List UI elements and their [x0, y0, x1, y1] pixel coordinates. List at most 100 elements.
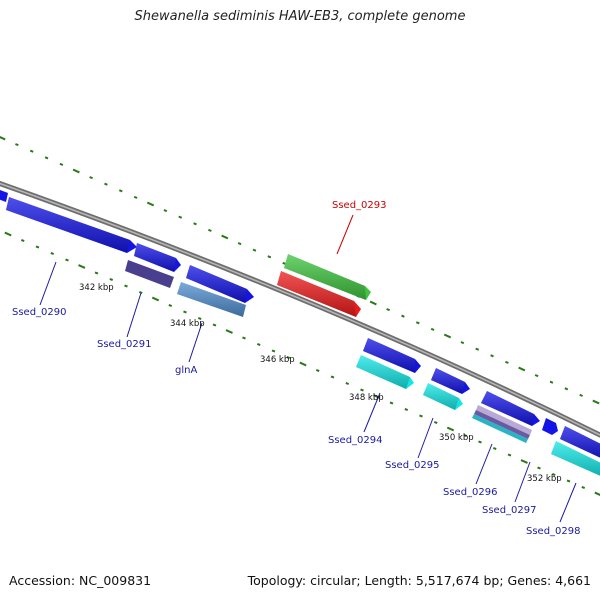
- leader-ssed-0293: [336, 214, 354, 255]
- ruler-labels: 342 kbp 344 kbp 346 kbp 348 kbp 350 kbp …: [79, 283, 562, 484]
- minor-tick: [505, 360, 509, 364]
- ruler-label: 350 kbp: [439, 433, 474, 443]
- minor-tick: [104, 182, 108, 186]
- major-tick: [369, 300, 377, 306]
- minor-tick: [163, 209, 168, 213]
- minor-tick: [360, 388, 364, 392]
- cds-bar-ssed-0294[interactable]: [356, 355, 414, 389]
- rna-bar-ssed-0296[interactable]: [472, 405, 532, 443]
- minor-tick: [50, 251, 55, 256]
- minor-tick: [29, 149, 34, 153]
- ruler-label: 348 kbp: [349, 393, 384, 403]
- gene-arrow-ssed-0293-red[interactable]: [277, 271, 361, 317]
- gene-arrow-ssed-0298[interactable]: [560, 426, 600, 460]
- minor-tick: [138, 290, 143, 295]
- minor-tick: [345, 381, 350, 386]
- minor-tick: [168, 303, 173, 308]
- minor-tick: [389, 401, 394, 405]
- minor-tick: [109, 277, 114, 282]
- gene-label-ssed-0296[interactable]: Ssed_0296: [443, 487, 498, 498]
- minor-tick: [59, 162, 64, 166]
- minor-tick: [15, 143, 19, 147]
- minor-tick: [404, 407, 409, 412]
- gene-label-ssed-0298[interactable]: Ssed_0298: [526, 526, 581, 537]
- leader-ssed-0294: [363, 392, 381, 433]
- minor-tick: [315, 368, 320, 373]
- leader-ssed-0296: [475, 443, 493, 485]
- ruler-label: 346 kbp: [260, 355, 295, 365]
- gene-label-ssed-0295[interactable]: Ssed_0295: [385, 460, 440, 471]
- gene-arrow-ssed-0291[interactable]: [134, 243, 181, 272]
- minor-tick: [35, 245, 40, 249]
- gene-label-ssed-0297[interactable]: Ssed_0297: [482, 505, 537, 516]
- minor-tick: [286, 355, 291, 360]
- major-tick: [446, 426, 455, 432]
- minor-tick: [537, 466, 541, 470]
- cds-bar-ssed-0298[interactable]: [551, 441, 600, 478]
- minor-tick: [549, 380, 554, 384]
- ruler-label: 344 kbp: [170, 319, 205, 329]
- minor-tick: [463, 433, 468, 438]
- minor-tick: [386, 308, 390, 312]
- ruler-label: 342 kbp: [79, 283, 114, 293]
- major-tick: [4, 231, 12, 237]
- accession-label: Accession: NC_009831: [9, 573, 152, 588]
- major-tick: [373, 394, 381, 399]
- major-tick: [221, 234, 229, 240]
- gene-arrow-ssed-0296[interactable]: [481, 391, 540, 426]
- genome-backbone: [0, 180, 600, 438]
- minor-tick: [212, 323, 217, 327]
- minor-tick: [534, 374, 539, 378]
- cds-bar-ssed-0295[interactable]: [423, 383, 463, 410]
- gene-label-ssed-0293[interactable]: Ssed_0293: [332, 200, 387, 211]
- minor-tick: [475, 347, 480, 351]
- rna-bar-glna[interactable]: [177, 282, 246, 317]
- minor-tick: [124, 284, 128, 288]
- minor-tick: [193, 222, 197, 226]
- rna-bar-ssed-0291[interactable]: [125, 260, 174, 288]
- gene-arrow-glna[interactable]: [186, 265, 254, 303]
- major-tick: [72, 168, 80, 174]
- minor-tick: [566, 479, 571, 483]
- gene-arrow-ssed-0293-green[interactable]: [284, 254, 371, 300]
- gene-arrow-ssed-0295[interactable]: [431, 368, 470, 394]
- gene-label-ssed-0290[interactable]: Ssed_0290: [12, 307, 67, 318]
- major-tick: [299, 361, 307, 367]
- gene-arrow-ssed-0290[interactable]: [0, 190, 137, 253]
- minor-tick: [133, 195, 138, 199]
- inner-tick-row: [4, 231, 600, 496]
- leader-ssed-0290: [39, 261, 57, 306]
- minor-tick: [208, 228, 212, 232]
- major-tick: [151, 296, 160, 302]
- minor-tick: [183, 310, 187, 314]
- minor-tick: [492, 446, 497, 451]
- major-tick: [443, 333, 452, 339]
- gene-arrow-ssed-0297[interactable]: [542, 418, 558, 435]
- gene-arrow-ssed-0294[interactable]: [363, 338, 421, 373]
- minor-tick: [65, 258, 69, 262]
- minor-tick: [256, 342, 261, 347]
- minor-tick: [478, 440, 482, 444]
- topology-summary: Topology: circular; Length: 5,517,674 bp…: [247, 573, 591, 588]
- major-tick: [518, 366, 526, 372]
- major-tick: [146, 201, 155, 207]
- gene-label-ssed-0294[interactable]: Ssed_0294: [328, 435, 383, 446]
- minor-tick: [564, 387, 569, 391]
- minor-tick: [490, 354, 494, 358]
- minor-tick: [252, 248, 257, 252]
- gene-label-ssed-0291[interactable]: Ssed_0291: [97, 339, 152, 350]
- major-tick: [78, 264, 86, 269]
- minor-tick: [401, 314, 405, 318]
- major-tick: [594, 491, 600, 496]
- ruler-label: 352 kbp: [527, 474, 562, 484]
- minor-tick: [581, 485, 586, 490]
- minor-tick: [237, 242, 242, 246]
- minor-tick: [330, 375, 335, 379]
- minor-tick: [415, 321, 420, 325]
- minor-tick: [89, 176, 93, 180]
- gene-label-glna[interactable]: glnA: [175, 365, 197, 376]
- leader-ssed-0298: [559, 482, 577, 523]
- gene-labels: Ssed_0290 Ssed_0291 glnA Ssed_0293 Ssed_…: [12, 200, 581, 537]
- leader-ssed-0297: [514, 461, 531, 503]
- leader-ssed-0295: [417, 417, 434, 459]
